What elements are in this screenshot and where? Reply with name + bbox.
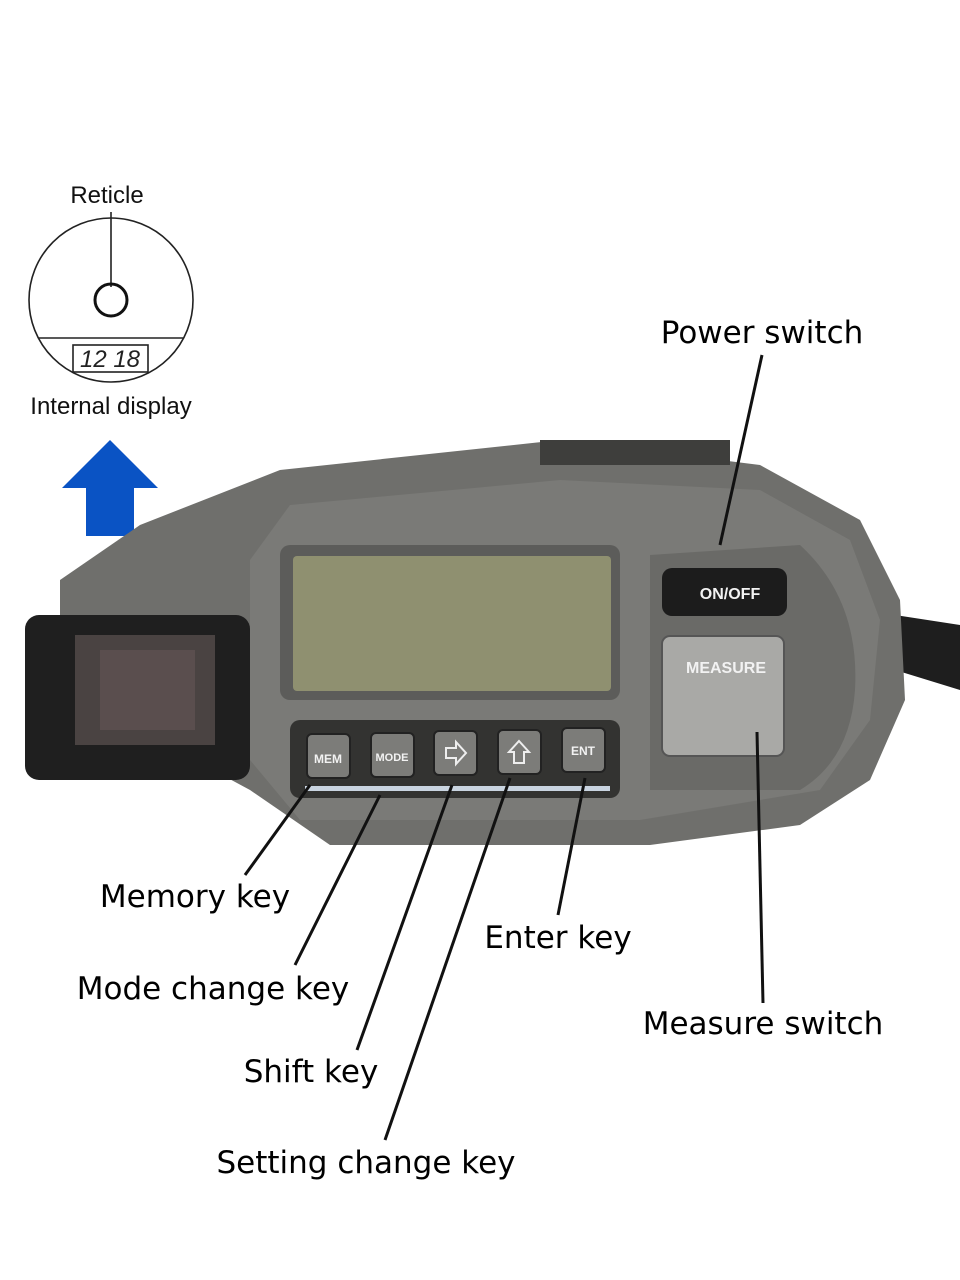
memory-key-label: Memory key: [99, 879, 291, 915]
measure-button[interactable]: MEASURE: [661, 635, 785, 757]
power-switch-leader: [718, 354, 764, 546]
measure-switch-label: Measure switch: [642, 1006, 884, 1042]
svg-text:MEASURE: MEASURE: [686, 660, 766, 677]
up-arrow-key-icon: [506, 739, 532, 764]
svg-text:MEM: MEM: [314, 752, 342, 766]
setting-key-leader: [383, 777, 512, 1141]
power-button[interactable]: ON/OFF: [662, 568, 787, 616]
svg-text:ON/OFF: ON/OFF: [700, 586, 761, 603]
internal-display-readout: 12 18: [80, 346, 141, 373]
shift-key-label: Shift key: [243, 1054, 379, 1090]
enter-key[interactable]: ENT: [561, 727, 606, 773]
setting-change-key-label: Setting change key: [216, 1145, 516, 1181]
internal-display-label: Internal display: [30, 393, 192, 420]
mode-change-key-label: Mode change key: [76, 971, 350, 1007]
shift-key[interactable]: [433, 730, 478, 776]
reticle-label: Reticle: [70, 182, 144, 209]
enter-key-label: Enter key: [484, 920, 632, 956]
svg-text:MODE: MODE: [376, 752, 409, 764]
callout-lines: [243, 354, 765, 1141]
setting-change-key[interactable]: [497, 729, 542, 775]
power-switch-label: Power switch: [660, 315, 864, 351]
enter-key-leader: [556, 777, 587, 916]
memory-key[interactable]: MEM: [306, 733, 351, 779]
lcd-screen: [293, 556, 611, 691]
mode-change-key[interactable]: MODE: [370, 732, 415, 778]
memory-key-leader: [243, 784, 312, 876]
measure-switch-leader: [755, 731, 765, 1004]
shift-key-leader: [355, 784, 454, 1051]
reticle-inset: 12 18: [28, 212, 194, 383]
up-arrow-icon: [62, 440, 158, 536]
reticle-circle: [93, 282, 129, 318]
right-arrow-icon: [445, 739, 468, 767]
mode-key-leader: [293, 794, 382, 966]
svg-text:ENT: ENT: [571, 744, 596, 758]
